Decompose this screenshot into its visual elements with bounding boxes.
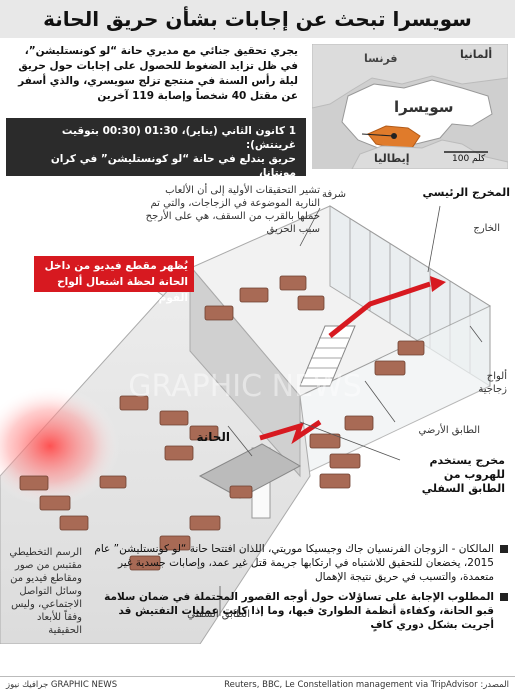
neighbor-countries (312, 44, 508, 109)
lower-exit-arrow (259, 419, 322, 445)
italy-shape (351, 139, 508, 169)
watermark: GRAPHIC NEWS (128, 369, 361, 404)
label-outside: الخارج (473, 223, 500, 234)
furniture (19, 275, 425, 571)
footer-credit: جرافيك نيوز GRAPHIC NEWS (6, 680, 118, 690)
side-note: الرسم التخطيطي مقتبس من صور ومقاطع فيديو… (9, 547, 82, 636)
staircase (299, 325, 356, 387)
timeline-line-3: بكانتون فاليه السويسري (169, 181, 296, 193)
bullet-list: المالكان - الزوجان الفرنسيان جاك وجيسيكا… (90, 542, 508, 638)
map-label-italy: إيطاليا (374, 152, 410, 165)
label-ground-floor: الطابق الأرضي (418, 425, 480, 436)
timeline-line-2: حريق يندلع في حانة “لو كونستليشن” في كرا… (50, 153, 296, 179)
bullet-marker-icon (500, 593, 508, 601)
map-label-switzerland: سويسرا (394, 98, 454, 116)
map-label-germany: ألمانيا (460, 48, 493, 61)
timeline-box: 1 كانون الثاني (يناير)، 01:30 (00:30 بتو… (6, 118, 306, 193)
bullet-marker-icon (500, 545, 508, 553)
map-svg (312, 44, 508, 169)
label-lower-exit: مخرج يستخدم للهروب من الطابق السفلي (421, 454, 505, 495)
timeline-line-1: 1 كانون الثاني (يناير)، 01:30 (00:30 بتو… (61, 125, 296, 151)
locator-map: ألمانيا فرنسا سويسرا إيطاليا 100 كلم (312, 44, 508, 169)
leader-lines (219, 205, 483, 616)
bullet-item-questions: المطلوب الإجابة على تساؤلات حول أوجه الق… (90, 590, 508, 632)
map-label-france: فرنسا (364, 52, 398, 65)
label-lower-floor: الطابق السفلي (187, 609, 250, 620)
video-note-box: يُظهر مقطع فيديو من داخل الحانة لحظة اشت… (34, 256, 194, 304)
investigation-note: تشير التحقيقات الأولية إلى أن الألعاب ال… (145, 185, 320, 235)
footer: المصدر: Reuters, BBC, Le Constellation m… (0, 676, 515, 693)
label-main-exit: المخرج الرئيسي (422, 186, 511, 199)
diagram-svg: GRAPHIC NEWS (0, 205, 492, 645)
map-scale-label: 100 كلم (452, 154, 486, 164)
bar-diagram: GRAPHIC NEWS تشير التحقيقات الأولية إلى … (0, 176, 515, 645)
page-title: سويسرا تبحث عن إجابات بشأن حريق الحانة (0, 0, 515, 38)
label-terrace: شرفة (321, 189, 346, 200)
intro-paragraph: يجري تحقيق جنائي مع مديري حانة “لو كونست… (18, 45, 298, 102)
footer-source: المصدر: Reuters, BBC, Le Constellation m… (224, 680, 509, 690)
main-exit-arrow (328, 281, 431, 338)
label-bar: الحانة (196, 430, 230, 444)
label-glass-panels: ألواح زجاجية (478, 371, 507, 395)
bar-counter (198, 443, 302, 499)
bullet-item-owners: المالكان - الزوجان الفرنسيان جاك وجيسيكا… (90, 542, 508, 584)
crans-montana-marker (391, 133, 397, 139)
